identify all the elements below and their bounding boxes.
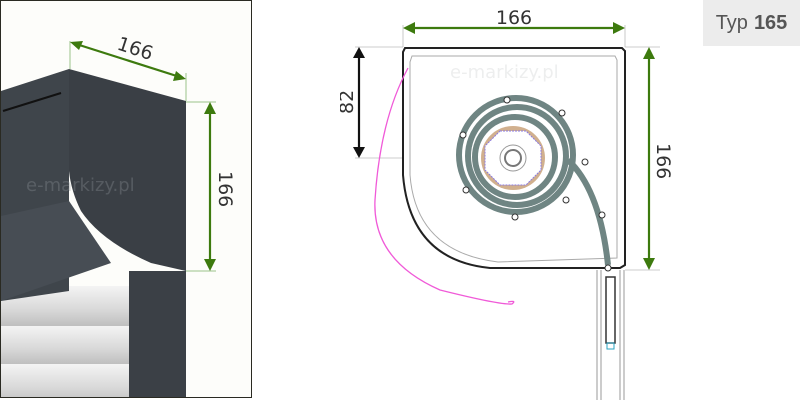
pull-cord bbox=[374, 67, 515, 305]
width-dimension bbox=[403, 22, 625, 34]
width-label: 166 bbox=[114, 33, 155, 65]
end-bar bbox=[605, 276, 616, 344]
height-label: 166 bbox=[652, 143, 674, 179]
shutter-slats bbox=[1, 286, 131, 397]
roller-shutter-3d-view: e-markizy.pl 166 166 bbox=[0, 0, 252, 398]
height-label: 166 bbox=[214, 171, 236, 207]
type-badge: Typ 165 bbox=[703, 0, 800, 46]
width-label: 166 bbox=[496, 7, 532, 29]
end-cap bbox=[69, 69, 186, 271]
guide-rail bbox=[596, 270, 625, 400]
width-dimension bbox=[70, 41, 216, 271]
coiled-slats bbox=[456, 95, 611, 266]
type-prefix: Typ bbox=[715, 11, 748, 34]
type-value: 165 bbox=[753, 11, 788, 34]
height-dimension bbox=[643, 47, 655, 270]
watermark: e-markizy.pl bbox=[26, 175, 135, 196]
cross-section-drawing: e-markizy.pl bbox=[336, 0, 700, 405]
section-watermark: e-markizy.pl bbox=[450, 62, 559, 83]
offset-label: 82 bbox=[340, 90, 358, 114]
offset-dimension bbox=[353, 47, 365, 158]
housing-render: e-markizy.pl 166 166 bbox=[1, 33, 236, 397]
guide-rail bbox=[129, 271, 186, 397]
